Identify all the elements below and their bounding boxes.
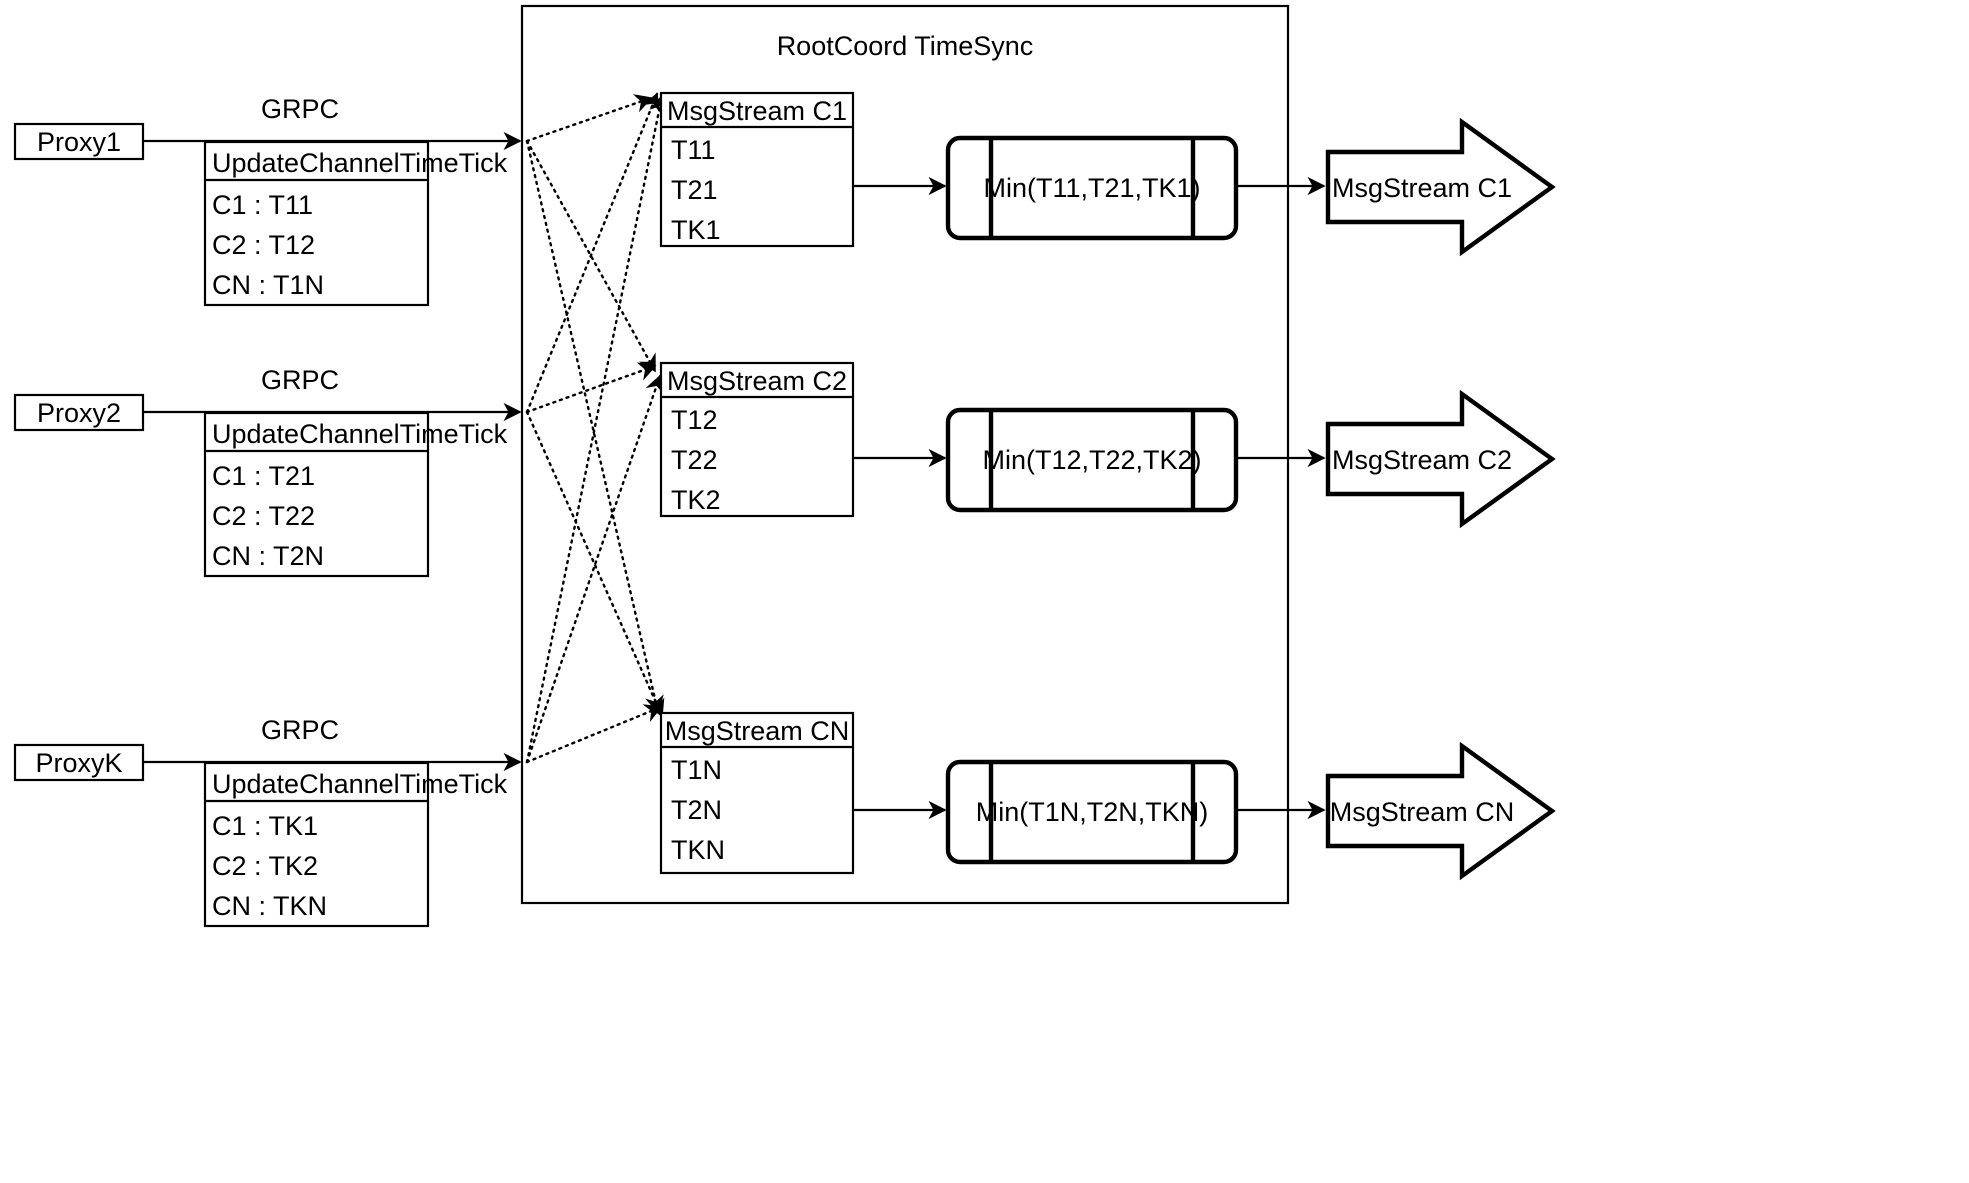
dotted-pk-c1 bbox=[525, 94, 669, 764]
msgstream-row-1-2: TK1 bbox=[671, 215, 721, 245]
output-arrow-2[interactable]: MsgStream C2 bbox=[1325, 389, 1556, 529]
min-label-1: Min(T11,T21,TK1) bbox=[983, 173, 1200, 203]
dotted-p2-c2 bbox=[525, 362, 657, 414]
dotted-p2-cn bbox=[525, 410, 665, 718]
msgstream-row-2-1: T22 bbox=[671, 445, 718, 475]
protocol-label-1: GRPC bbox=[261, 94, 339, 124]
dotted-p1-c1 bbox=[525, 94, 653, 143]
request-row-1-1: C2 : T12 bbox=[212, 230, 315, 260]
msgstream-card-2[interactable]: MsgStream C2 T12 T22 TK2 bbox=[659, 361, 855, 518]
request-row-3-0: C1 : TK1 bbox=[212, 811, 318, 841]
dotted-p1-c2 bbox=[525, 139, 657, 373]
request-title-3: UpdateChannelTimeTick bbox=[212, 769, 508, 799]
proxy-label-3: ProxyK bbox=[35, 748, 122, 778]
msgstream-row-2-0: T12 bbox=[671, 405, 718, 435]
msgstream-row-1-0: T11 bbox=[671, 135, 716, 165]
proxy-box-3[interactable] bbox=[13, 743, 145, 782]
request-row-2-0: C1 : T21 bbox=[212, 461, 315, 491]
output-arrow-3[interactable]: MsgStream CN bbox=[1325, 741, 1556, 881]
msgstream-card-3[interactable]: MsgStream CN T1N T2N TKN bbox=[659, 711, 855, 875]
request-row-1-2: CN : T1N bbox=[212, 270, 324, 300]
request-row-3-1: C2 : TK2 bbox=[212, 851, 318, 881]
dotted-p1-cn bbox=[525, 139, 664, 714]
output-label-3: MsgStream CN bbox=[1330, 797, 1515, 827]
request-row-1-0: C1 : T11 bbox=[212, 190, 313, 220]
proxy-label-1: Proxy1 bbox=[37, 127, 121, 157]
protocol-label-2: GRPC bbox=[261, 365, 339, 395]
proxy-group-1: Proxy1 GRPC UpdateChannelTimeTick C1 : T… bbox=[13, 94, 522, 307]
msgstream-title-3: MsgStream CN bbox=[665, 716, 850, 746]
channel-group-2: MsgStream C2 T12 T22 TK2 Min(T12,T22,TK2… bbox=[659, 361, 1556, 529]
output-label-2: MsgStream C2 bbox=[1332, 445, 1512, 475]
request-row-2-1: C2 : T22 bbox=[212, 501, 315, 531]
min-process-2[interactable]: Min(T12,T22,TK2) bbox=[945, 407, 1239, 513]
channel-group-3: MsgStream CN T1N T2N TKN Min(T1N,T2N,TKN… bbox=[659, 711, 1556, 881]
request-row-2-2: CN : T2N bbox=[212, 541, 324, 571]
request-card-3[interactable]: UpdateChannelTimeTick C1 : TK1 C2 : TK2 … bbox=[203, 761, 508, 928]
request-card-2[interactable]: UpdateChannelTimeTick C1 : T21 C2 : T22 … bbox=[203, 411, 508, 578]
output-arrow-1[interactable]: MsgStream C1 bbox=[1325, 117, 1556, 257]
request-row-3-2: CN : TKN bbox=[212, 891, 327, 921]
proxy-label-2: Proxy2 bbox=[37, 398, 121, 428]
dotted-p2-c1 bbox=[525, 92, 660, 414]
output-label-1: MsgStream C1 bbox=[1332, 173, 1512, 203]
request-card-1[interactable]: UpdateChannelTimeTick C1 : T11 C2 : T12 … bbox=[203, 140, 508, 307]
msgstream-row-1-1: T21 bbox=[671, 175, 718, 205]
msgstream-row-3-0: T1N bbox=[671, 755, 722, 785]
dotted-pk-cn bbox=[525, 704, 663, 764]
msgstream-row-3-2: TKN bbox=[671, 835, 725, 865]
channel-group-1: MsgStream C1 T11 T21 TK1 Min(T11,T21,TK1… bbox=[659, 91, 1556, 257]
proxy-box-1[interactable] bbox=[13, 122, 145, 161]
msgstream-title-2: MsgStream C2 bbox=[667, 366, 847, 396]
min-label-3: Min(T1N,T2N,TKN) bbox=[976, 797, 1209, 827]
msgstream-row-3-1: T2N bbox=[671, 795, 722, 825]
fanout-dotted-connectors bbox=[525, 92, 669, 764]
proxy-box-2[interactable] bbox=[13, 393, 145, 432]
proxy-group-2: Proxy2 GRPC UpdateChannelTimeTick C1 : T… bbox=[13, 365, 522, 578]
min-process-3[interactable]: Min(T1N,T2N,TKN) bbox=[945, 759, 1239, 865]
request-title-2: UpdateChannelTimeTick bbox=[212, 419, 508, 449]
proxy-group-3: ProxyK GRPC UpdateChannelTimeTick C1 : T… bbox=[13, 715, 522, 928]
rootcoord-container: RootCoord TimeSync bbox=[520, 4, 1290, 905]
msgstream-card-1[interactable]: MsgStream C1 T11 T21 TK1 bbox=[659, 91, 855, 248]
container-title: RootCoord TimeSync bbox=[777, 31, 1034, 61]
protocol-label-3: GRPC bbox=[261, 715, 339, 745]
dotted-pk-c2 bbox=[525, 374, 664, 764]
min-label-2: Min(T12,T22,TK2) bbox=[982, 445, 1201, 475]
min-process-1[interactable]: Min(T11,T21,TK1) bbox=[945, 135, 1239, 241]
msgstream-title-1: MsgStream C1 bbox=[667, 96, 847, 126]
msgstream-row-2-2: TK2 bbox=[671, 485, 721, 515]
request-title-1: UpdateChannelTimeTick bbox=[212, 148, 508, 178]
